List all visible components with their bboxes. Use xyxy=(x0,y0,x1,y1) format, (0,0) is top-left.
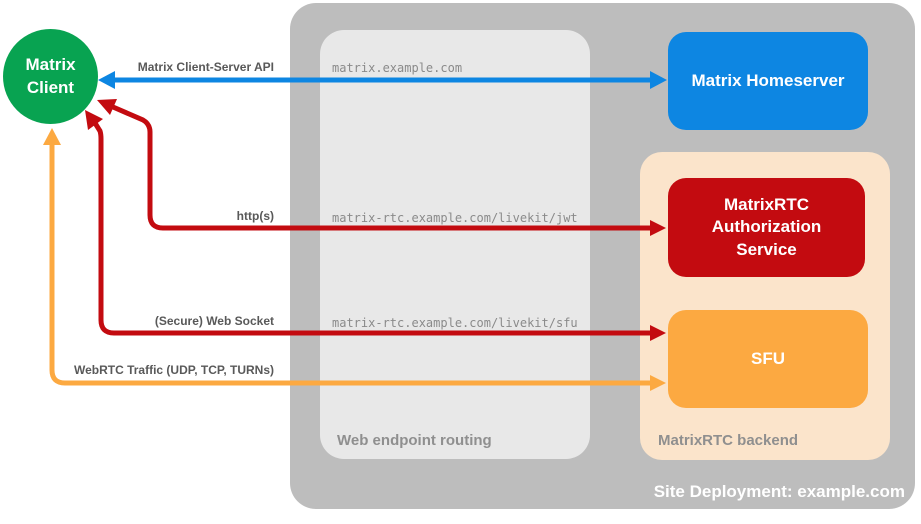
matrixrtc-authorization-service-label: MatrixRTC Authorization Service xyxy=(711,195,822,259)
matrix-client-label: Matrix Client xyxy=(25,54,76,97)
matrix-homeserver-node: Matrix Homeserver xyxy=(668,32,868,130)
web-endpoint-routing-label: Web endpoint routing xyxy=(337,432,492,449)
matrix-homeserver-label: Matrix Homeserver xyxy=(691,70,845,90)
sfu-label: SFU xyxy=(751,348,785,368)
site-deployment-title: Site Deployment: example.com xyxy=(653,482,905,501)
endpoint-livekit-sfu: matrix-rtc.example.com/livekit/sfu xyxy=(332,316,578,330)
endpoint-livekit-jwt: matrix-rtc.example.com/livekit/jwt xyxy=(332,211,578,225)
matrix-client-node: Matrix Client xyxy=(3,29,98,124)
matrixrtc-authorization-service-node: MatrixRTC Authorization Service xyxy=(668,178,865,277)
sfu-node: SFU xyxy=(668,310,868,408)
endpoint-matrix-example-com: matrix.example.com xyxy=(332,61,463,75)
matrixrtc-backend-label: MatrixRTC backend xyxy=(658,432,799,449)
https-connection-label: http(s) xyxy=(236,209,274,223)
websocket-connection-label: (Secure) Web Socket xyxy=(154,314,274,328)
client-server-api-connection-label: Matrix Client-Server API xyxy=(137,60,274,74)
web-endpoint-routing-zone xyxy=(320,30,590,459)
webrtc-traffic-connection-label: WebRTC Traffic (UDP, TCP, TURNs) xyxy=(73,363,274,377)
